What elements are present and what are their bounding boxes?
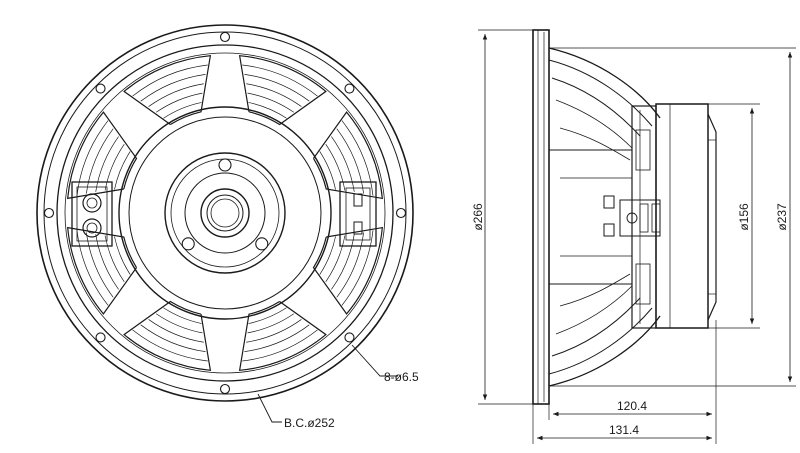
window-hatch-line (244, 324, 310, 352)
mount-hole (395, 207, 407, 219)
mount-hole (95, 332, 106, 343)
window-hatch-line (140, 74, 206, 102)
vent-core (210, 198, 240, 228)
outer-diameter-label: ø266 (471, 203, 485, 231)
gasket-ring (56, 44, 394, 382)
window-hatch-line (319, 236, 336, 275)
window-hatch-line (341, 230, 374, 306)
window-hatch-line (248, 307, 287, 324)
surround-edge (64, 52, 386, 374)
window-hatch-line (86, 232, 114, 298)
basket-window (312, 226, 383, 315)
window-hatch-line (246, 319, 302, 343)
basket-window (238, 55, 327, 126)
window-hatch-line (132, 329, 208, 362)
front-view: 8-ø6.5 B.C.ø252 (36, 24, 419, 430)
window-hatch-line (242, 64, 318, 97)
window-hatch-line (325, 235, 346, 283)
window-hatch-line (148, 319, 204, 343)
window-hatch-line (325, 143, 346, 191)
window-hatch-line (76, 120, 109, 196)
terminal-block-left (71, 181, 113, 247)
window-hatch-line (114, 151, 131, 190)
window-hatch-line (331, 234, 355, 290)
bolt-circle-label: B.C.ø252 (284, 416, 335, 430)
window-hatch-line (140, 324, 206, 352)
cone-neck-ring (118, 106, 332, 320)
frame-rim-inner-edge (43, 31, 407, 395)
mount-hole (43, 207, 55, 219)
cap-screw-hole (218, 158, 232, 172)
basket-window (123, 55, 212, 125)
back-plate-cap (707, 113, 717, 321)
window-hatch-line (132, 64, 208, 97)
basket-ribs (67, 55, 383, 371)
basket-window (67, 226, 137, 315)
window-hatch-line (95, 234, 119, 290)
window-hatch-line (336, 128, 364, 194)
mount-hole-leader (351, 344, 398, 377)
magnet-diameter-label: ø156 (737, 203, 751, 231)
dust-cap-inner (170, 158, 280, 268)
terminal-block-right (339, 181, 377, 247)
window-hatch-line (247, 92, 295, 113)
window-hatch-line (163, 307, 202, 324)
window-hatch-line (248, 102, 287, 119)
side-view: ø266 ø156 ø237 120.4 131.4 (471, 29, 796, 444)
window-hatch-line (155, 92, 203, 113)
window-hatch-line (341, 120, 374, 196)
mount-hole-label: 8-ø6.5 (384, 370, 419, 384)
window-hatch-line (86, 128, 114, 194)
window-hatch-line (246, 83, 302, 107)
total-depth-label: 131.4 (609, 423, 639, 437)
cap-screw-hole (181, 237, 195, 251)
window-hatch-line (319, 151, 336, 190)
window-hatch-line (242, 329, 318, 362)
mount-hole (344, 332, 355, 343)
vent-inner (206, 194, 244, 232)
basket-window (67, 111, 138, 200)
window-hatch-line (247, 313, 295, 334)
window-hatch-line (331, 136, 355, 192)
mount-hole (95, 83, 106, 94)
window-hatch-line (148, 83, 204, 107)
vent-outer (200, 188, 250, 238)
magnet-assembly (655, 103, 709, 329)
cone-inner-ring (128, 116, 322, 310)
frame-outer-rim (36, 24, 414, 402)
mount-hole (219, 383, 231, 395)
frame-back-plate (631, 105, 657, 329)
mount-hole (344, 83, 355, 94)
bolt-circle-leader (257, 393, 282, 423)
window-hatch-line (163, 102, 202, 119)
basket-window (238, 301, 327, 371)
dust-cap-outer (164, 152, 286, 274)
basket-window (313, 111, 383, 200)
magnet-depth-label: 120.4 (617, 399, 647, 413)
pole-piece-ring (184, 172, 266, 254)
dust-cap-screw-holes (181, 158, 269, 251)
frame-flange (532, 29, 550, 405)
window-hatch-line (155, 313, 203, 334)
cap-screw-hole (255, 237, 269, 251)
window-hatch-line (104, 235, 125, 283)
cutout-diameter-label: ø237 (775, 203, 789, 231)
window-hatch-line (336, 232, 364, 298)
mounting-holes (43, 31, 407, 395)
window-hatch-line (104, 143, 125, 191)
window-hatch-line (114, 236, 131, 275)
window-hatch-line (95, 136, 119, 192)
basket-window (123, 300, 212, 371)
window-hatch-line (244, 74, 310, 102)
window-hatch-line (76, 230, 109, 306)
mount-hole (219, 31, 231, 43)
